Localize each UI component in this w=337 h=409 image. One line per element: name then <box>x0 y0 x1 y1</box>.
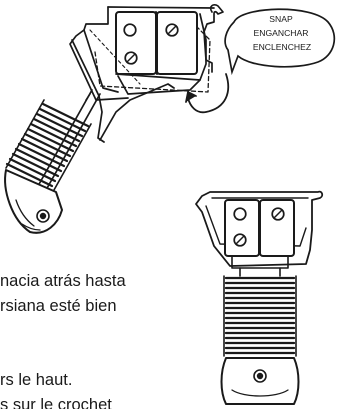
grip-coil <box>5 102 90 188</box>
clip-hole-slashed-b <box>233 233 247 247</box>
headrail-bracket <box>203 3 224 73</box>
instruction-text-es-line-2: rsiana esté bien <box>0 297 117 315</box>
instruction-text-fr-line-2: s sur le crochet <box>0 396 112 409</box>
clip-hole-slashed <box>124 51 138 65</box>
clip-hole-circle <box>123 23 137 37</box>
top-illustration <box>4 3 230 234</box>
snap-callout: SNAP ENGANCHAR ENCLENCHEZ <box>224 8 336 76</box>
clip-plate-right-b <box>259 199 295 257</box>
callout-line-snap: SNAP <box>269 14 293 24</box>
instruction-text-fr-line-1: rs le haut. <box>0 371 73 389</box>
clip-hole-circle-b <box>233 207 247 221</box>
instruction-text-es-line-1: nacia atrás hasta <box>0 272 126 290</box>
callout-line-enclenchez: ENCLENCHEZ <box>253 42 311 52</box>
dashed-rotation-path <box>94 27 211 93</box>
clip-hole-slashed-right <box>165 23 179 37</box>
clip-hole-slashed-right-b <box>271 207 285 221</box>
grip-coil-b <box>224 276 296 355</box>
callout-bubble <box>224 8 336 76</box>
snap-arrow <box>187 73 230 114</box>
callout-line-enganchar: ENGANCHAR <box>254 28 309 38</box>
